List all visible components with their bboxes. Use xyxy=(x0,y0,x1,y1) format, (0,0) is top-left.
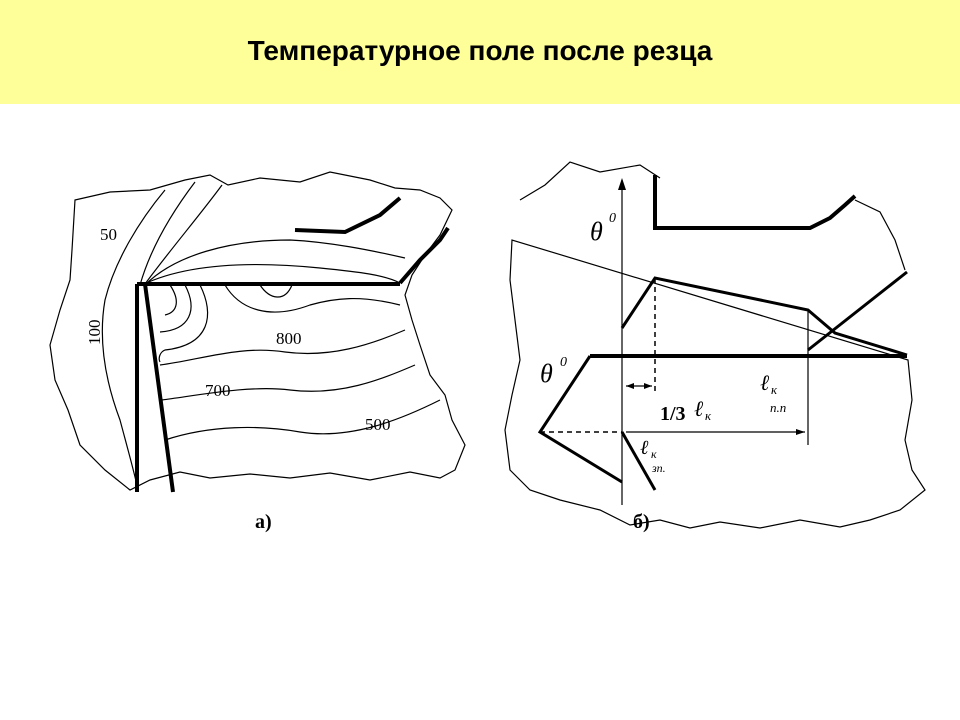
isotherm-line xyxy=(101,189,166,491)
l-k-zp-sub: к xyxy=(651,447,657,461)
figure-b-boundary xyxy=(504,161,926,529)
l-k-pp-label: ℓ xyxy=(760,370,770,395)
cutting-tool-edge xyxy=(398,226,450,285)
dim-arrow xyxy=(796,429,805,435)
isotherm-label-500: 500 xyxy=(365,415,391,434)
figure-b: θ 0 θ 0 1/3 ℓ к ℓ к п.п ℓ к зп. б) xyxy=(504,161,926,533)
isotherm-line xyxy=(141,264,401,286)
isotherm-line xyxy=(158,284,209,363)
l-k-zp-label: ℓ xyxy=(640,437,649,459)
theta-axis-arrow xyxy=(618,178,626,190)
isotherm-line xyxy=(161,364,416,401)
isotherm-line xyxy=(159,329,406,366)
theta-top-sup: 0 xyxy=(609,211,616,226)
isotherm-label-800: 800 xyxy=(276,329,302,348)
figure-b-caption: б) xyxy=(633,511,650,533)
isotherm-line xyxy=(159,284,192,333)
slide-title: Температурное поле после резца xyxy=(247,35,713,66)
isotherm-line xyxy=(164,399,441,441)
l-k-pp-sub2: п.п xyxy=(770,400,786,415)
dim-arrow xyxy=(644,383,652,389)
flank-contact-line xyxy=(620,431,657,491)
figure-a-caption: а) xyxy=(255,511,272,533)
theta-top-label: θ xyxy=(590,217,603,246)
l-k-zp-sub2: зп. xyxy=(651,461,666,475)
l-k-sub: к xyxy=(705,408,712,423)
isotherm-label-100: 100 xyxy=(85,320,104,346)
l-k-label: ℓ xyxy=(694,396,704,421)
isotherm-line xyxy=(139,181,196,286)
isotherm-line xyxy=(144,184,223,285)
chip-line xyxy=(807,270,908,352)
l-k-pp-sub: к xyxy=(771,382,778,397)
figure-a: 50 100 800 700 500 а) xyxy=(49,171,466,533)
isotherm-line xyxy=(144,239,406,286)
shear-line-inclined xyxy=(143,283,175,493)
dim-arrow xyxy=(626,383,634,389)
fraction-label: 1/3 xyxy=(660,403,686,425)
cutting-tool-outline xyxy=(294,196,402,235)
isotherm-label-700: 700 xyxy=(205,381,231,400)
isotherm-line xyxy=(259,284,293,298)
isotherm-line xyxy=(224,284,401,313)
theta-left-label: θ xyxy=(540,359,553,388)
figure-a-boundary xyxy=(49,171,466,491)
isotherm-label-50: 50 xyxy=(100,225,117,244)
title-bar xyxy=(0,0,960,104)
cutting-tool-outline xyxy=(653,175,857,230)
isotherm-line xyxy=(164,284,177,316)
theta-left-sup: 0 xyxy=(560,355,567,370)
